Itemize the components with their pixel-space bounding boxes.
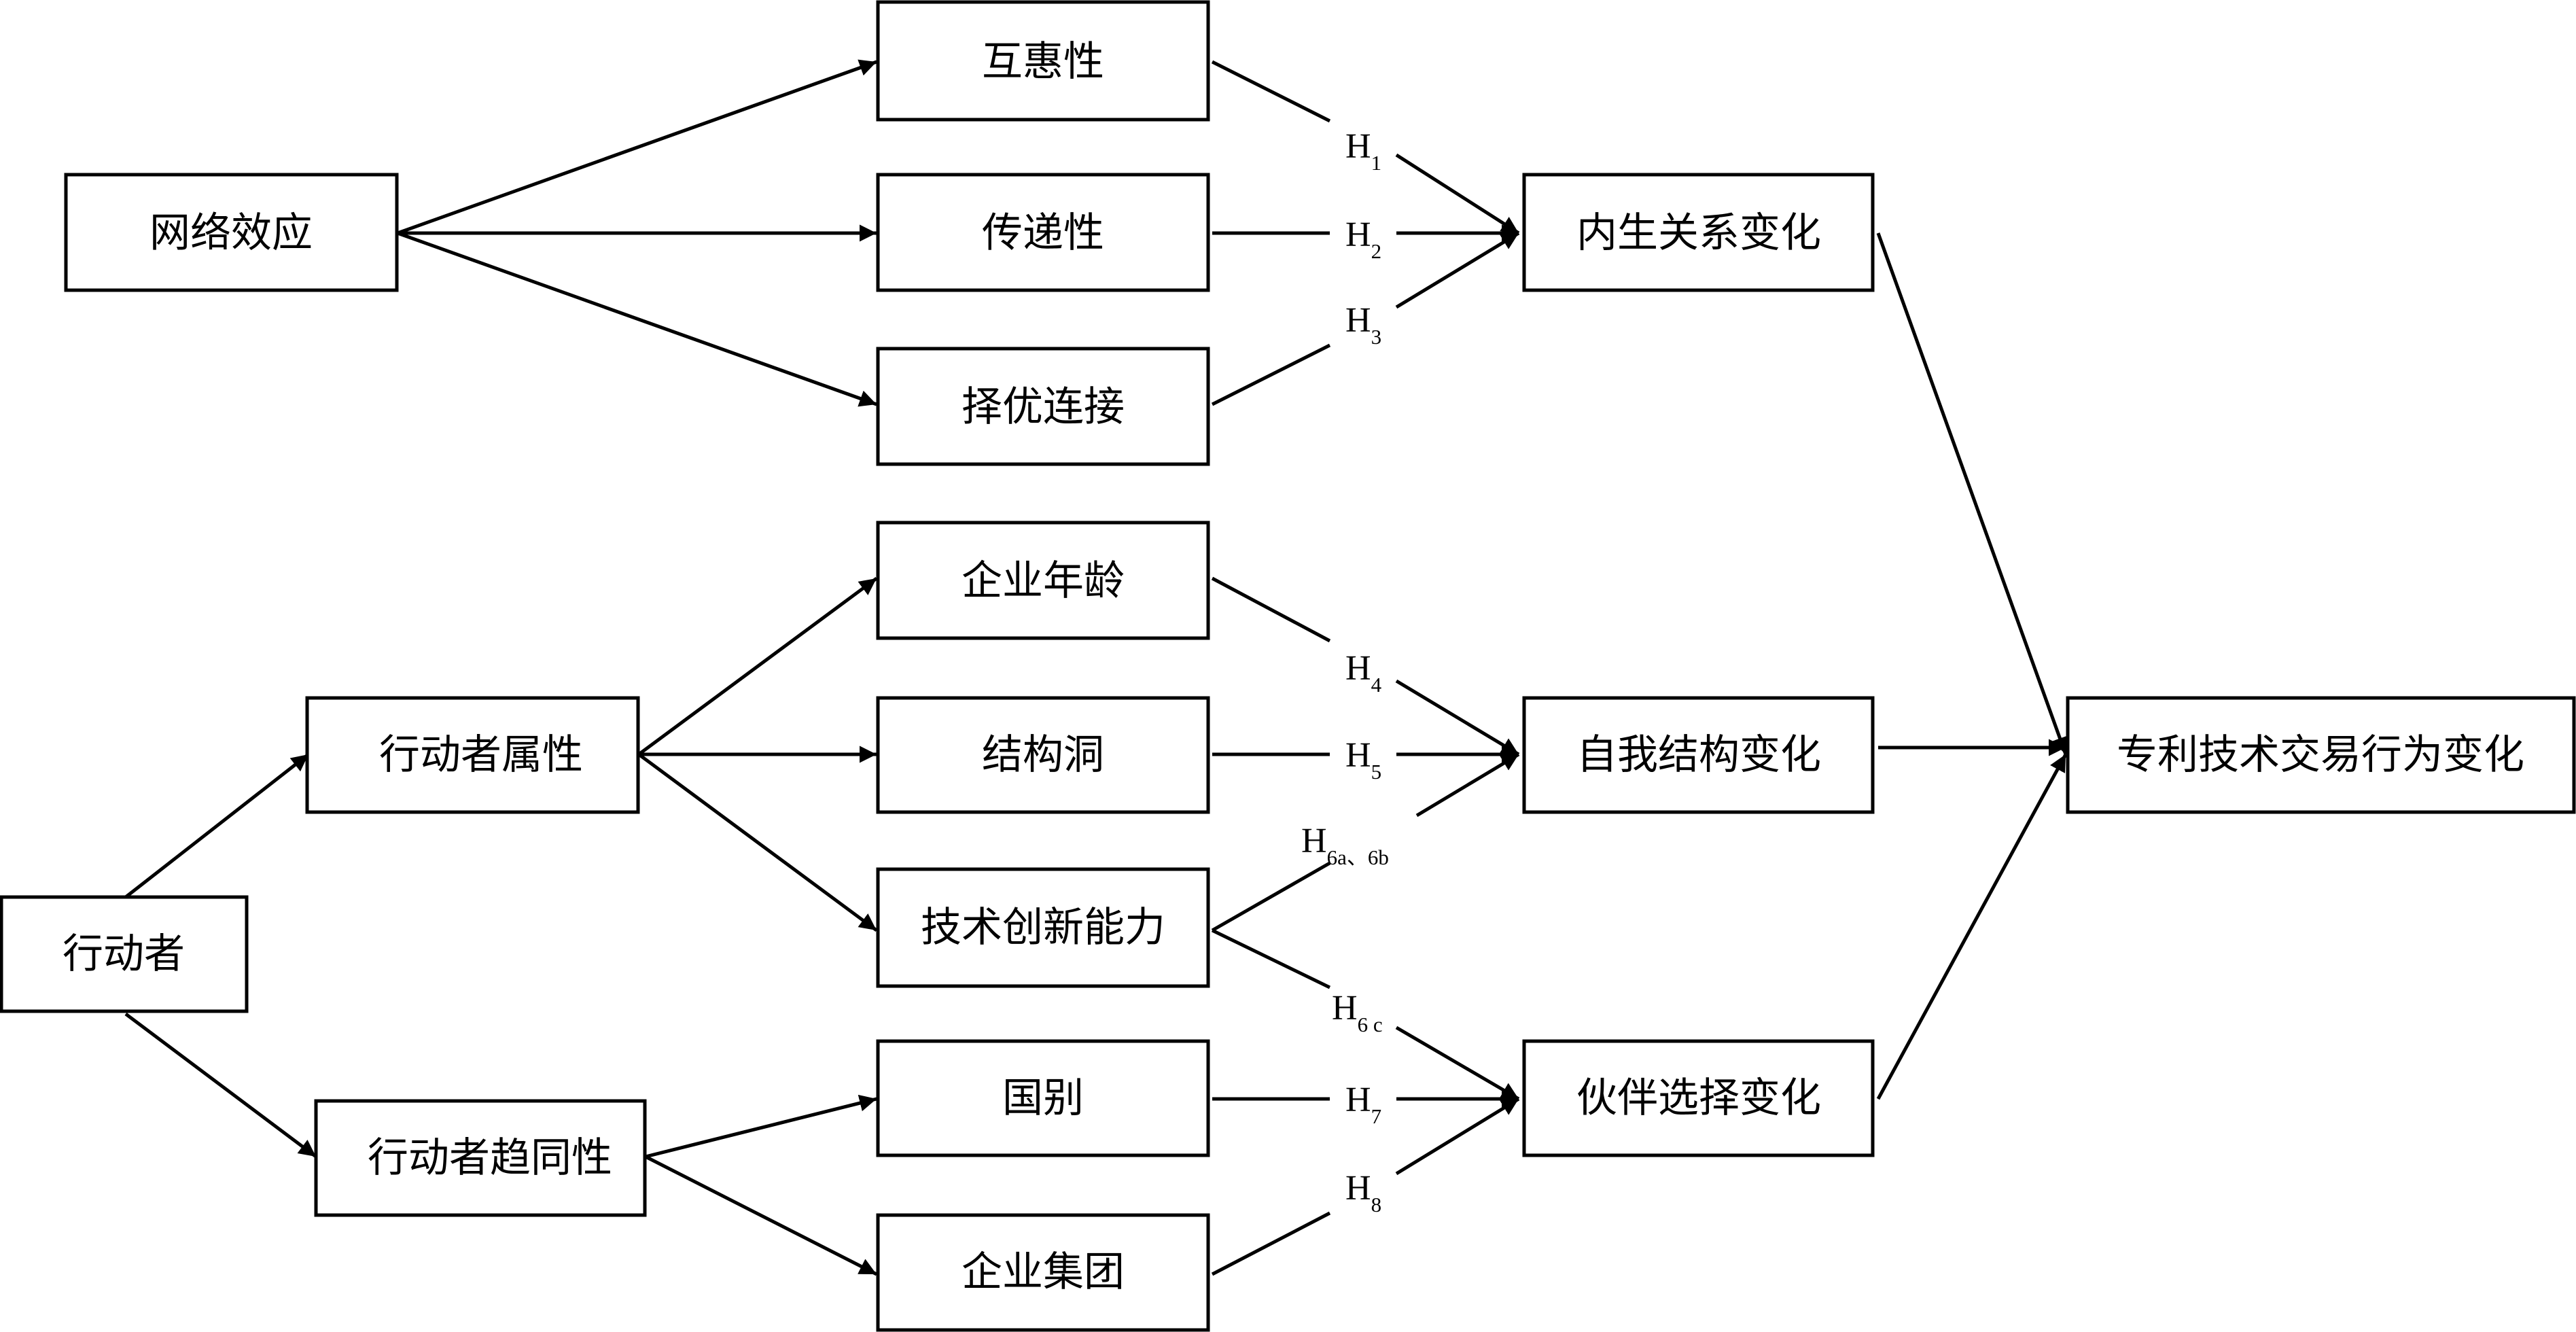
connectors	[124, 59, 2068, 1276]
edge-h8-tail	[1395, 1097, 1520, 1176]
box-preferential	[876, 347, 1210, 466]
edge-h3-tail	[1395, 231, 1520, 309]
label-structural-hole: 结构洞	[982, 731, 1104, 779]
edge-h3	[1211, 343, 1331, 406]
box-ego-change	[1522, 696, 1875, 814]
box-partner-change	[1522, 1039, 1875, 1157]
edge-network-to-preferential	[397, 231, 877, 407]
hypothesis-h5: H5	[1345, 736, 1381, 784]
label-enterprise-group: 企业集团	[961, 1248, 1125, 1296]
label-actor: 行动者	[63, 930, 185, 978]
edge-partner-to-patent	[1876, 753, 2068, 1100]
edge-h4	[1211, 576, 1331, 643]
label-actor-attributes: 行动者属性	[379, 731, 583, 779]
box-patent-trade-change	[2066, 696, 2576, 814]
label-transitivity: 传递性	[982, 209, 1104, 257]
hypothesis-h2: H2	[1345, 215, 1381, 263]
label-partner-change: 伙伴选择变化	[1576, 1074, 1821, 1122]
edge-h6c	[1211, 928, 1331, 989]
box-enterprise-group	[876, 1213, 1210, 1332]
node-labels: 网络效应 行动者 行动者属性 行动者趋同性 互惠性 传递性 择优连接 企业年龄 …	[63, 38, 2524, 1296]
edge-actor-to-homophily	[124, 1013, 317, 1158]
edge-h1-tail	[1395, 153, 1520, 235]
label-preferential: 择优连接	[961, 383, 1125, 431]
hypothesis-h8: H8	[1345, 1169, 1381, 1216]
hypothesis-h6c: H6 c	[1332, 989, 1383, 1036]
hypothesis-labels: H1 H2 H3 H4 H5 H6a、6b H6 c H7 H8	[1301, 127, 1389, 1216]
box-actor-homophily	[314, 1099, 647, 1217]
edge-actor-to-attributes	[124, 753, 310, 898]
hypothesis-h6ab: H6a、6b	[1301, 822, 1389, 869]
box-actor	[0, 895, 249, 1013]
edge-homophily-to-country	[645, 1094, 877, 1159]
box-network-effect	[64, 173, 399, 292]
edge-h8	[1211, 1211, 1331, 1276]
box-innovation	[876, 867, 1210, 988]
hypothesis-h4: H4	[1345, 649, 1382, 697]
hypothesis-h3: H3	[1345, 301, 1381, 349]
edge-attributes-to-firm-age	[637, 576, 878, 756]
label-actor-homophily: 行动者趋同性	[368, 1134, 612, 1182]
edge-homophily-to-group	[644, 1155, 878, 1276]
label-firm-age: 企业年龄	[961, 557, 1125, 605]
label-innovation: 技术创新能力	[921, 904, 1165, 951]
edge-attributes-to-innovation	[637, 752, 878, 932]
edge-network-to-reciprocity	[397, 59, 877, 235]
box-country	[876, 1039, 1210, 1157]
label-endogenous-change: 内生关系变化	[1576, 209, 1821, 257]
box-structural-hole	[876, 696, 1210, 814]
label-country: 国别	[1002, 1074, 1084, 1122]
hypothesis-h1: H1	[1345, 127, 1381, 175]
label-patent-trade-change: 专利技术交易行为变化	[2117, 731, 2524, 779]
edge-endogenous-to-patent	[1876, 232, 2068, 755]
hypothesis-h7: H7	[1345, 1081, 1381, 1128]
edge-h6ab	[1211, 861, 1331, 932]
box-reciprocity	[876, 0, 1210, 122]
box-endogenous-change	[1522, 173, 1875, 292]
box-actor-attributes	[305, 696, 640, 814]
label-network-effect: 网络效应	[149, 209, 313, 257]
edge-h4-tail	[1395, 679, 1520, 756]
box-transitivity	[876, 173, 1210, 292]
edge-h6ab-tail	[1415, 752, 1520, 818]
label-ego-change: 自我结构变化	[1576, 731, 1821, 779]
edge-h1	[1211, 60, 1331, 123]
label-reciprocity: 互惠性	[982, 38, 1104, 86]
edge-h6c-tail	[1395, 1026, 1520, 1101]
box-firm-age	[876, 521, 1210, 640]
